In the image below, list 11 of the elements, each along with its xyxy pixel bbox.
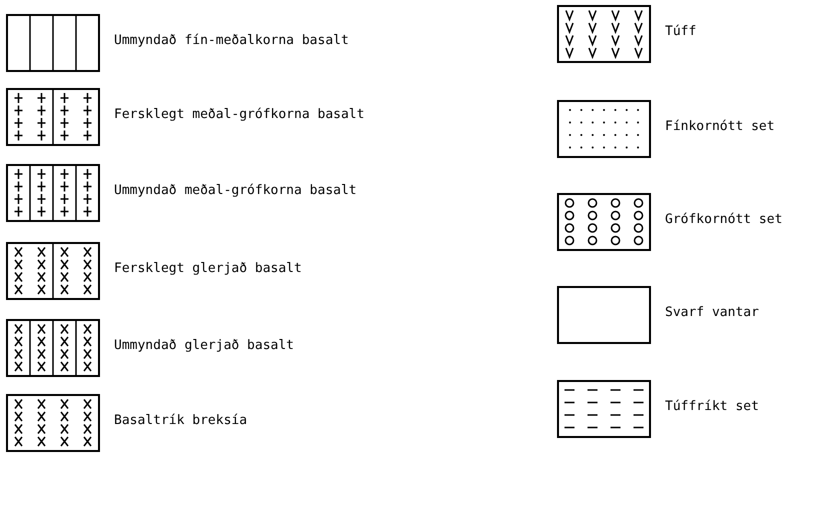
legend-label: Fínkornótt set (665, 119, 775, 134)
legend-label: Ummyndað glerjað basalt (114, 338, 294, 353)
legend-label: Grófkornótt set (665, 212, 782, 227)
legend-label: Basaltrík breksía (114, 413, 248, 428)
legend-label: Túff (665, 24, 696, 39)
legend-label: Svarf vantar (665, 305, 759, 320)
legend-label: Ummyndað meðal-grófkorna basalt (114, 183, 357, 198)
legend-label: Fersklegt glerjað basalt (114, 261, 302, 276)
legend-label: Fersklegt meðal-grófkorna basalt (114, 107, 364, 122)
legend-label: Ummyndað fín-meðalkorna basalt (114, 33, 349, 48)
legend-label: Túffríkt set (665, 399, 759, 414)
